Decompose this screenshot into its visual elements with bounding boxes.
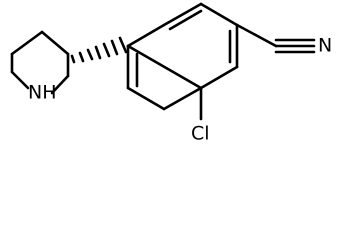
hash-7 (118, 36, 128, 54)
bond-ring-lower-left (126, 86, 166, 111)
chlorine-label: Cl (191, 123, 210, 145)
bond-ring-inner-top (168, 9, 203, 31)
hash-2 (78, 51, 85, 63)
bond-nitrile-single (235, 23, 278, 48)
molecule-structure-diagram: N Cl NH (10, 2, 332, 145)
atom-labels: N Cl NH (28, 35, 332, 145)
bond-ring-c2-c3 (162, 2, 203, 27)
bond-ring-c3-c4 (199, 2, 239, 27)
hashed-wedge-bond (70, 36, 128, 64)
nitrile-nitrogen-label: N (318, 35, 332, 57)
hash-4 (94, 45, 102, 60)
hash-3 (86, 48, 94, 61)
bonds (10, 2, 316, 121)
hash-6 (110, 39, 119, 56)
bond-pyrrolidine-top (10, 30, 44, 56)
bond-pyrrolidine-bottom (50, 74, 70, 95)
bond-ring-lower-right (162, 86, 203, 111)
hash-1 (70, 54, 76, 64)
bond-ring-c6-c1 (126, 44, 203, 90)
bond-pyrrolidine-bottom-left (10, 70, 30, 90)
hash-5 (102, 42, 111, 58)
bond-ring-c1-c2 (126, 23, 166, 48)
bond-pyrrolidine-top-left (40, 30, 70, 56)
bond-ring-c5-c6 (199, 65, 239, 90)
amine-nh-label: NH (28, 82, 57, 104)
